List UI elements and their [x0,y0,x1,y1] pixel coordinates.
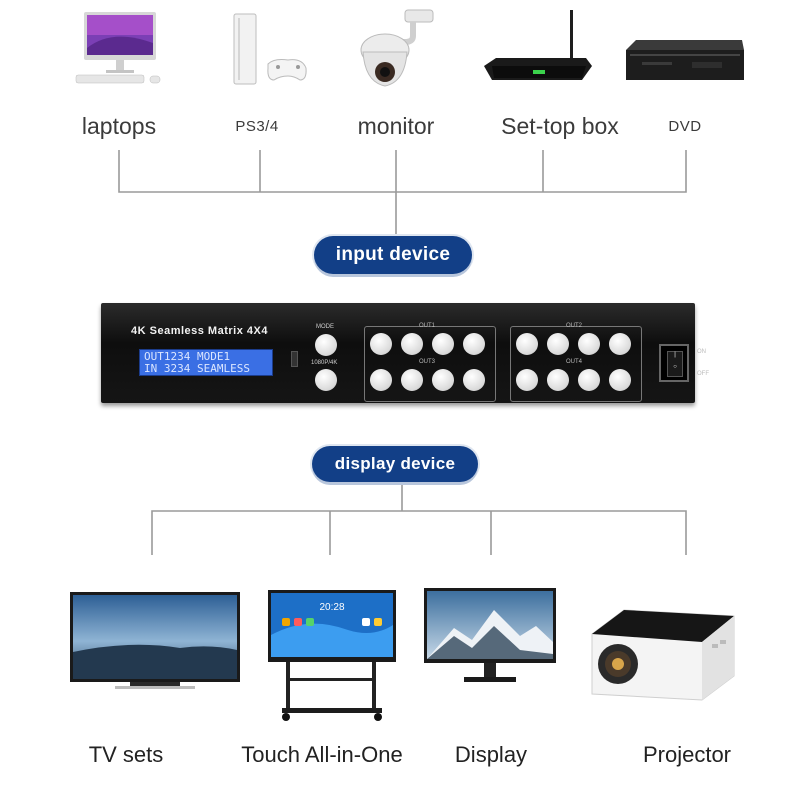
input-label-ps34: PS3/4 [235,118,279,135]
input-label-monitor: monitor [357,113,435,139]
out3-input-3-button[interactable] [432,369,454,391]
projector-icon [591,609,735,701]
power-on-label: ON [697,349,706,355]
resolution-button[interactable] [315,369,337,391]
out1-label: OUT1 [419,323,436,329]
display-label-tv-sets: TV sets [88,742,164,767]
touch-screen-icon: 20:28 [268,590,396,721]
out3-input-2-button[interactable] [401,369,423,391]
matrix-switcher: 4K Seamless Matrix 4X4 OUT1234 MODE1 IN … [101,303,709,403]
display-label-display: Display [454,742,528,767]
out4-input-4-button[interactable] [609,369,631,391]
display-monitor-icon [424,588,556,682]
out4-input-1-button[interactable] [516,369,538,391]
out4-label: OUT4 [566,359,583,365]
power-rocker[interactable]: |○ [667,351,683,377]
mode-button[interactable] [315,334,337,356]
lcd-screen: OUT1234 MODE1 IN 3234 SEAMLESS [139,349,273,376]
output-group-right [510,326,642,402]
out4-input-3-button[interactable] [578,369,600,391]
touch-screen-clock: 20:28 [319,602,344,613]
power-switch[interactable]: |○ [659,344,689,382]
output-group-left [364,326,496,402]
out2-input-3-button[interactable] [578,333,600,355]
out1-input-2-button[interactable] [401,333,423,355]
set-top-box-icon [484,10,592,80]
laptop-icon [75,12,161,84]
device-title: 4K Seamless Matrix 4X4 [131,325,268,337]
out3-input-4-button[interactable] [463,369,485,391]
game-console-icon [233,13,307,85]
out2-input-1-button[interactable] [516,333,538,355]
tv-icon [70,592,240,689]
mode-button-label: MODE [316,324,334,330]
power-off-label: OFF [697,371,709,377]
out3-label: OUT3 [419,359,436,365]
security-camera-icon [360,9,434,87]
lcd-line-1: OUT1234 MODE1 [144,350,231,363]
input-label-laptops: laptops [81,113,157,139]
input-label-set-top-box: Set-top box [501,113,619,139]
ir-sensor [291,351,298,367]
resolution-button-label: 1080P/4K [311,360,338,366]
out4-input-2-button[interactable] [547,369,569,391]
out2-input-2-button[interactable] [547,333,569,355]
input-device-badge: input device [314,236,472,274]
out1-input-3-button[interactable] [432,333,454,355]
out2-input-4-button[interactable] [609,333,631,355]
display-label-projector: Projector [642,742,732,767]
dvd-player-icon [626,40,744,80]
input-label-dvd: DVD [668,118,702,135]
out1-input-4-button[interactable] [463,333,485,355]
display-device-badge: display device [312,446,478,482]
lcd-line-2: IN 3234 SEAMLESS [144,362,250,375]
out1-input-1-button[interactable] [370,333,392,355]
display-label-touch-all-in-one: Touch All-in-One [241,742,403,767]
out2-label: OUT2 [566,323,583,329]
out3-input-1-button[interactable] [370,369,392,391]
